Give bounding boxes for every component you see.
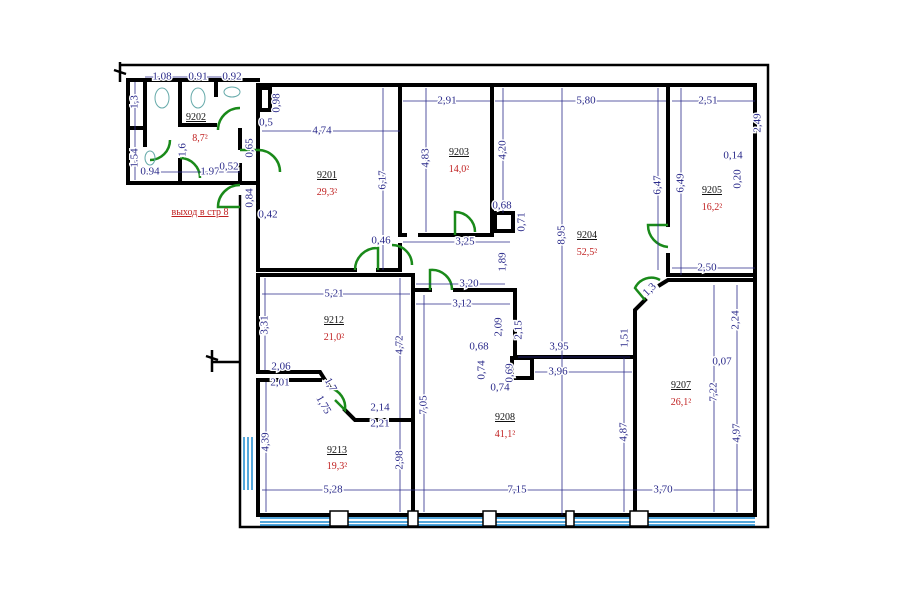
room-9205-id: 9205 xyxy=(702,185,722,196)
dimension-label: 0,14 xyxy=(723,150,743,162)
dimension-label: 2,49 xyxy=(752,113,764,133)
room-9212-area: 21,0² xyxy=(324,332,345,343)
dimension-label: 5,21 xyxy=(324,288,343,300)
dimension-label: 5,80 xyxy=(576,95,596,107)
dimension-label: 4,72 xyxy=(394,335,406,354)
dimension-label: 2,98 xyxy=(394,450,406,470)
dimension-label: 7,15 xyxy=(507,484,527,496)
room-9213-id: 9213 xyxy=(327,445,347,456)
dimension-label: 4,20 xyxy=(497,140,509,160)
dimension-label: 2,91 xyxy=(437,95,456,107)
dimension-label: 0,69 xyxy=(504,363,516,383)
dimension-label: 6,47 xyxy=(652,175,664,195)
dimension-label: 7,05 xyxy=(418,395,430,415)
dimension-label: 7,22 xyxy=(708,382,720,401)
dimension-label: 0,84 xyxy=(244,188,256,208)
dimension-label: 3,70 xyxy=(653,484,673,496)
dimension-label: 2,21 xyxy=(370,418,389,430)
dimension-label: 2,51 xyxy=(698,95,717,107)
plumbing-fixtures xyxy=(144,86,241,166)
room-labels: 9201 29,3² 9202 8,7² 9203 14,0² 9204 52,… xyxy=(171,112,722,472)
dimension-label: 2,14 xyxy=(370,402,390,414)
dimension-label: 0,74 xyxy=(490,382,510,394)
dimension-label: 0,74 xyxy=(476,360,488,380)
dimension-label: 0,20 xyxy=(732,169,744,189)
dimension-label: 0,5 xyxy=(259,117,273,129)
dimension-label: 3,31 xyxy=(259,315,271,334)
room-9212-id: 9212 xyxy=(324,315,344,326)
dimension-label: 0,42 xyxy=(258,209,277,221)
room-9208-id: 9208 xyxy=(495,412,515,423)
dimension-label: 1,75 xyxy=(313,393,333,416)
dimension-label: 0,68 xyxy=(492,200,512,212)
dimension-label: 1.08 xyxy=(152,71,172,83)
room-9207-id: 9207 xyxy=(671,380,691,391)
dimension-label: 0.92 xyxy=(222,71,241,83)
walls xyxy=(126,78,757,517)
dimension-label: 3,95 xyxy=(549,341,569,353)
dimension-label: 0,71 xyxy=(516,212,528,231)
outer-boundary xyxy=(113,62,770,529)
dimension-label: 0,46 xyxy=(371,235,391,247)
dimension-label: 0,65 xyxy=(244,138,256,158)
dimension-label: 1,3 xyxy=(641,280,660,299)
dimension-label: 1,51 xyxy=(619,328,631,347)
dimension-lines xyxy=(134,76,755,515)
room-9201-id: 9201 xyxy=(317,170,337,181)
dimension-label: 3,96 xyxy=(548,366,568,378)
room-9205-area: 16,2² xyxy=(702,202,723,213)
dimension-label: 0,52 xyxy=(219,161,238,173)
room-9204-id: 9204 xyxy=(577,230,597,241)
dimension-label: 2,09 xyxy=(493,317,505,337)
dimension-label: 4,39 xyxy=(260,432,272,452)
windows xyxy=(243,437,755,526)
room-9208-area: 41,1² xyxy=(495,429,516,440)
dimension-label: 3,12 xyxy=(452,298,471,310)
room-9203-id: 9203 xyxy=(449,147,469,158)
dimension-label: 2,15 xyxy=(513,320,525,340)
dimension-label: 1.97 xyxy=(200,166,220,178)
room-9204-area: 52,5² xyxy=(577,247,598,258)
room-9207-area: 26,1² xyxy=(671,397,692,408)
dimension-label: 4,74 xyxy=(312,125,332,137)
dimension-label: 0.91 xyxy=(188,71,207,83)
dimension-label: 3,25 xyxy=(455,236,475,248)
dimension-label: 0,07 xyxy=(712,356,732,368)
dimension-label: 4,97 xyxy=(731,423,743,443)
doors xyxy=(149,106,669,413)
dimension-label: 6,49 xyxy=(675,173,687,193)
room-9203-area: 14,0² xyxy=(449,164,470,175)
dimension-label: 1,89 xyxy=(497,252,509,272)
dimension-label: 0.94 xyxy=(140,166,160,178)
dimension-label: 3,20 xyxy=(459,278,479,290)
room-9213-area: 19,3² xyxy=(327,461,348,472)
window-piers xyxy=(329,510,649,527)
dimension-label: 6,17 xyxy=(377,170,389,190)
dimension-label: 2,01 xyxy=(270,377,289,389)
dimension-label: 1,3 xyxy=(129,95,141,109)
dimension-label: 4,87 xyxy=(618,422,630,442)
dimension-label: 1,6 xyxy=(177,143,189,157)
exit-note: выход в стр 8 xyxy=(171,207,228,218)
dimension-label: 8,95 xyxy=(556,225,568,245)
dimension-label: 2,50 xyxy=(697,262,717,274)
dimension-label: 2,06 xyxy=(271,361,291,373)
dimension-label: 2,24 xyxy=(730,310,742,330)
room-9201-area: 29,3² xyxy=(317,187,338,198)
dimension-label: 5,28 xyxy=(323,484,343,496)
room-9202-area: 8,7² xyxy=(192,133,208,144)
room-9202-id: 9202 xyxy=(186,112,206,123)
dimension-label: 0,98 xyxy=(271,93,283,113)
dimension-label: 1.54 xyxy=(129,148,141,168)
dimension-label: 0,68 xyxy=(469,341,489,353)
dimension-label: 4,83 xyxy=(420,148,432,168)
